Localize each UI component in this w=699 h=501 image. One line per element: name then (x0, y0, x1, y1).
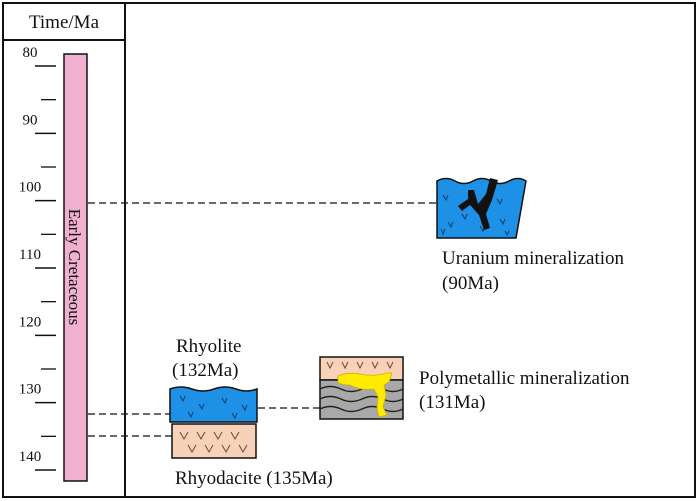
rhyolite-block (169, 386, 258, 423)
rhyolite-age: (132Ma) (172, 360, 238, 381)
tick-label: 130 (19, 382, 42, 398)
time-axis: 80 90 100 110 120 130 140 (19, 45, 56, 471)
polymetallic-age: (131Ma) (419, 392, 485, 413)
tick-label: 100 (19, 180, 42, 196)
uranium-block (436, 177, 527, 239)
polymetallic-label: Polymetallic mineralization (419, 368, 630, 389)
tick-label: 80 (23, 45, 38, 61)
uranium-vein (458, 178, 498, 230)
tick-label: 120 (19, 314, 42, 330)
rhyodacite-label: Rhyodacite (135Ma) (175, 468, 333, 489)
tick-label: 140 (19, 449, 42, 465)
uranium-label: Uranium mineralization (442, 248, 625, 269)
uranium-age: (90Ma) (442, 273, 499, 294)
polymetallic-block (319, 356, 404, 420)
tick-label: 90 (23, 112, 38, 128)
tick-label: 110 (19, 247, 41, 263)
early-cretaceous-bar (63, 53, 88, 482)
sulfide-vein (337, 372, 393, 418)
period-label: Early Cretaceous (65, 209, 84, 326)
rhyodacite-block (171, 423, 257, 459)
rhyolite-label: Rhyolite (176, 336, 241, 357)
time-axis-title: Time/Ma (29, 12, 100, 33)
